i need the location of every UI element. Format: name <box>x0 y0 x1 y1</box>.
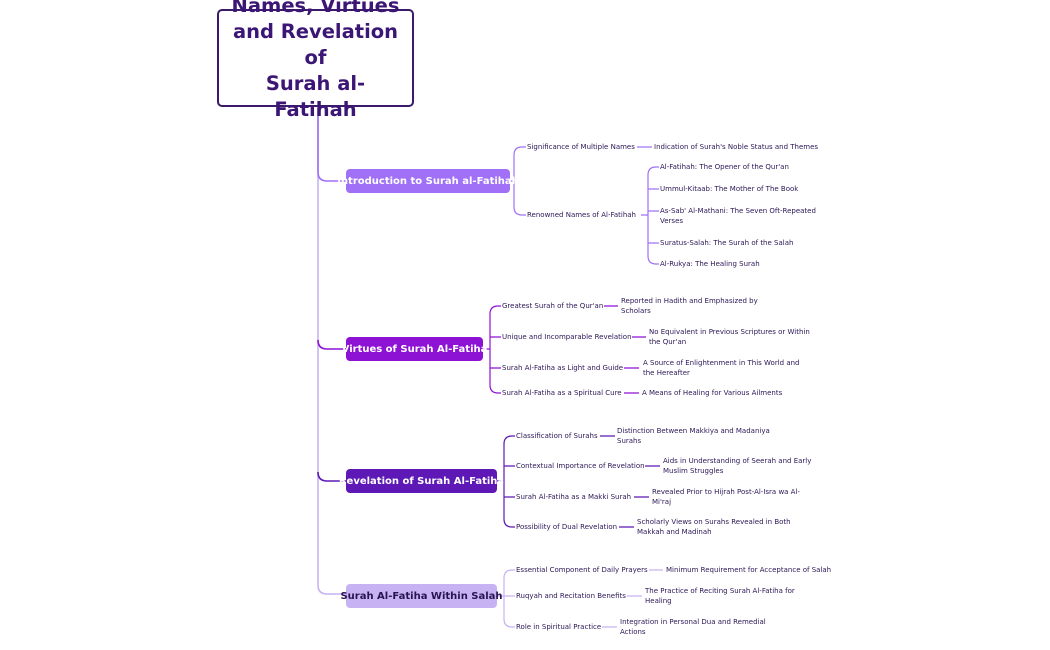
leaf-al-rukya[interactable]: Al-Rukya: The Healing Surah <box>660 260 760 268</box>
leaf-noble-status[interactable]: Indication of Surah's Noble Status and T… <box>654 143 819 151</box>
leaf-personal-dua[interactable]: Integration in Personal Dua and Remedial… <box>620 618 766 636</box>
b4-bracket <box>497 569 515 628</box>
b3-bracket <box>497 435 515 528</box>
leaf-means-of-healing[interactable]: A Means of Healing for Various Ailments <box>642 389 783 397</box>
leaf-ummul-kitaab[interactable]: Ummul-Kitaab: The Mother of The Book <box>660 185 799 193</box>
leaf-no-equivalent[interactable]: No Equivalent in Previous Scriptures or … <box>649 328 810 346</box>
leaf-suratus-salah[interactable]: Suratus-Salah: The Surah of the Salah <box>660 239 794 247</box>
subtopic-role-in-spiritual-practice[interactable]: Role in Spiritual Practice <box>516 623 602 631</box>
subtopic-renowned-names[interactable]: Renowned Names of Al-Fatihah <box>527 211 636 219</box>
subtopic-daily-prayers[interactable]: Essential Component of Daily Prayers <box>516 566 648 574</box>
leaf-seerah-understanding[interactable]: Aids in Understanding of Seerah and Earl… <box>663 457 812 475</box>
subtopic-contextual-importance[interactable]: Contextual Importance of Revelation <box>516 462 645 470</box>
leaf-as-sab-al-mathani[interactable]: As-Sab' Al-Mathani: The Seven Oft-Repeat… <box>660 207 816 225</box>
subtopic-makki-surah[interactable]: Surah Al-Fatiha as a Makki Surah <box>516 493 632 501</box>
subtopic-unique-revelation[interactable]: Unique and Incomparable Revelation <box>502 333 632 341</box>
subtopic-greatest-surah[interactable]: Greatest Surah of the Qur'an <box>502 302 604 310</box>
b1-bracket <box>510 146 526 216</box>
root-title-line-2: and Revelation of <box>232 20 399 69</box>
leaf-makkiya-madaniya[interactable]: Distinction Between Makkiya and Madaniya… <box>617 427 770 445</box>
leaf-source-of-enlightenment[interactable]: A Source of Enlightenment in This World … <box>643 359 800 377</box>
trunk-connector-b1 <box>317 171 346 182</box>
leaf-reported-in-hadith[interactable]: Reported in Hadith and Emphasized by Sch… <box>621 297 758 315</box>
branch-virtues[interactable]: Virtues of Surah Al-Fatiha <box>342 337 487 361</box>
subtopic-dual-revelation[interactable]: Possibility of Dual Revelation <box>516 523 618 531</box>
subtopic-significance-of-multiple-names[interactable]: Significance of Multiple Names <box>527 143 635 151</box>
root-title-line-1: Names, Virtues <box>231 0 400 17</box>
subtopic-light-and-guide[interactable]: Surah Al-Fatiha as Light and Guide <box>502 364 624 372</box>
root-topic[interactable]: Names, Virtues and Revelation of Surah a… <box>217 0 414 121</box>
subtopic-classification-of-surahs[interactable]: Classification of Surahs <box>516 432 598 440</box>
branch-revelation[interactable]: Revelation of Surah Al-Fatiha <box>339 469 504 493</box>
subtopic-ruqyah-benefits[interactable]: Ruqyah and Recitation Benefits <box>516 592 626 600</box>
b4-leaf-lines <box>602 569 663 628</box>
leaf-minimum-requirement[interactable]: Minimum Requirement for Acceptance of Sa… <box>666 566 832 574</box>
b1-c2-leaf-bracket <box>641 166 659 265</box>
branch-within-salah[interactable]: Surah Al-Fatiha Within Salah <box>340 584 503 608</box>
leaf-reciting-for-healing[interactable]: The Practice of Reciting Surah Al-Fatiha… <box>645 587 795 605</box>
branch-introduction[interactable]: Introduction to Surah al-Fatihah <box>337 169 519 193</box>
trunk-connector-b2 <box>317 339 346 350</box>
leaf-scholarly-views[interactable]: Scholarly Views on Surahs Revealed in Bo… <box>637 518 791 536</box>
b2-leaf-lines <box>604 305 646 394</box>
subtopic-spiritual-cure[interactable]: Surah Al-Fatiha as a Spiritual Cure <box>502 389 622 397</box>
trunk-connector-b3 <box>317 471 346 482</box>
trunk-connector <box>317 108 346 595</box>
root-title-line-3: Surah al-Fatihah <box>265 72 366 121</box>
b2-bracket <box>483 305 501 394</box>
b3-leaf-lines <box>600 435 660 528</box>
leaf-revealed-prior-to-hijrah[interactable]: Revealed Prior to Hijrah Post-Al-Isra wa… <box>652 488 800 506</box>
leaf-al-fatihah-opener[interactable]: Al-Fatihah: The Opener of the Qur'an <box>660 163 789 171</box>
